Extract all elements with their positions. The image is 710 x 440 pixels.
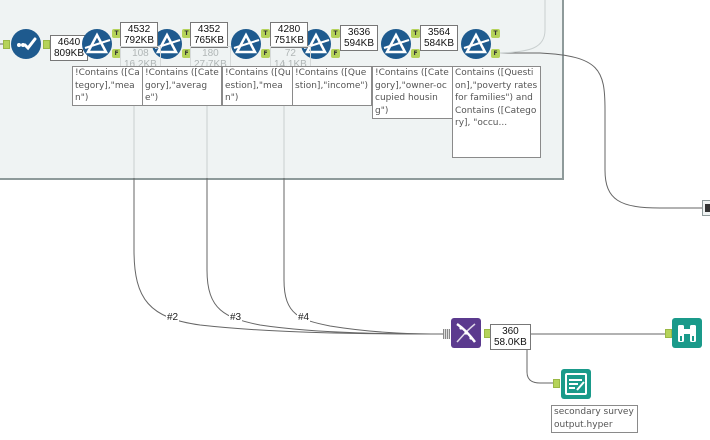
- dna-join-icon: [451, 318, 481, 348]
- check-icon: [11, 29, 41, 59]
- filter-icon: [231, 29, 261, 59]
- filter-annotation: !Contains ([Category],"average"): [142, 66, 222, 106]
- filter-icon: [461, 29, 491, 59]
- filter-annotation: !Contains ([Category],"owner-occupied ho…: [372, 66, 453, 119]
- input-anchor[interactable]: [665, 329, 672, 338]
- filter-icon: [82, 29, 112, 59]
- filter-icon: [152, 29, 182, 59]
- filter-annotation: !Contains ([Question],"mean"): [222, 66, 294, 106]
- output-annotation: secondary survey output.hyper: [551, 405, 638, 433]
- filter-tool[interactable]: [231, 29, 261, 59]
- browse-tool[interactable]: [672, 318, 702, 348]
- filter-annotation: !Contains ([Question],"income"): [292, 66, 372, 106]
- filter-tool[interactable]: [381, 29, 411, 59]
- true-anchor[interactable]: T: [182, 29, 191, 38]
- wire-join-output: [526, 346, 554, 384]
- join-multiple-tool[interactable]: [451, 318, 481, 348]
- input-anchor[interactable]: [553, 379, 560, 388]
- wire-3: [206, 178, 446, 335]
- false-anchor[interactable]: F: [491, 49, 500, 58]
- true-anchor[interactable]: T: [112, 29, 121, 38]
- binoculars-icon: [672, 318, 702, 348]
- wire-label: #2: [166, 312, 180, 323]
- wire-label: #3: [229, 312, 243, 323]
- multi-input-anchor[interactable]: [443, 329, 450, 339]
- true-anchor[interactable]: T: [331, 29, 340, 38]
- filter-annotation: !Contains ([Category],"mean"): [72, 66, 144, 106]
- output-file-icon: [561, 369, 591, 399]
- wire-label: #4: [297, 312, 311, 323]
- filter-tool[interactable]: [301, 29, 331, 59]
- wire-2: [133, 178, 446, 335]
- test-tool[interactable]: [11, 29, 41, 59]
- true-anchor[interactable]: T: [261, 29, 270, 38]
- filter-icon: [381, 29, 411, 59]
- wire-faded: [499, 0, 546, 54]
- filter-icon: [301, 29, 331, 59]
- output-anchor[interactable]: [43, 40, 50, 49]
- filter-tool[interactable]: [461, 29, 491, 59]
- filter-tool[interactable]: [82, 29, 112, 59]
- wire-out-right: [497, 52, 702, 209]
- false-anchor[interactable]: F: [331, 49, 340, 58]
- true-anchor[interactable]: T: [491, 29, 500, 38]
- offscreen-tool[interactable]: [702, 200, 710, 216]
- wire-4: [283, 178, 446, 335]
- false-anchor[interactable]: F: [182, 49, 191, 58]
- true-anchor[interactable]: T: [411, 29, 420, 38]
- false-anchor[interactable]: F: [261, 49, 270, 58]
- filter-annotation: Contains ([Question],"poverty rates for …: [452, 66, 541, 158]
- false-anchor[interactable]: F: [112, 49, 121, 58]
- filter-tool[interactable]: [152, 29, 182, 59]
- false-anchor[interactable]: F: [411, 49, 420, 58]
- output-data-tool[interactable]: [561, 369, 591, 399]
- input-anchor[interactable]: [3, 40, 10, 49]
